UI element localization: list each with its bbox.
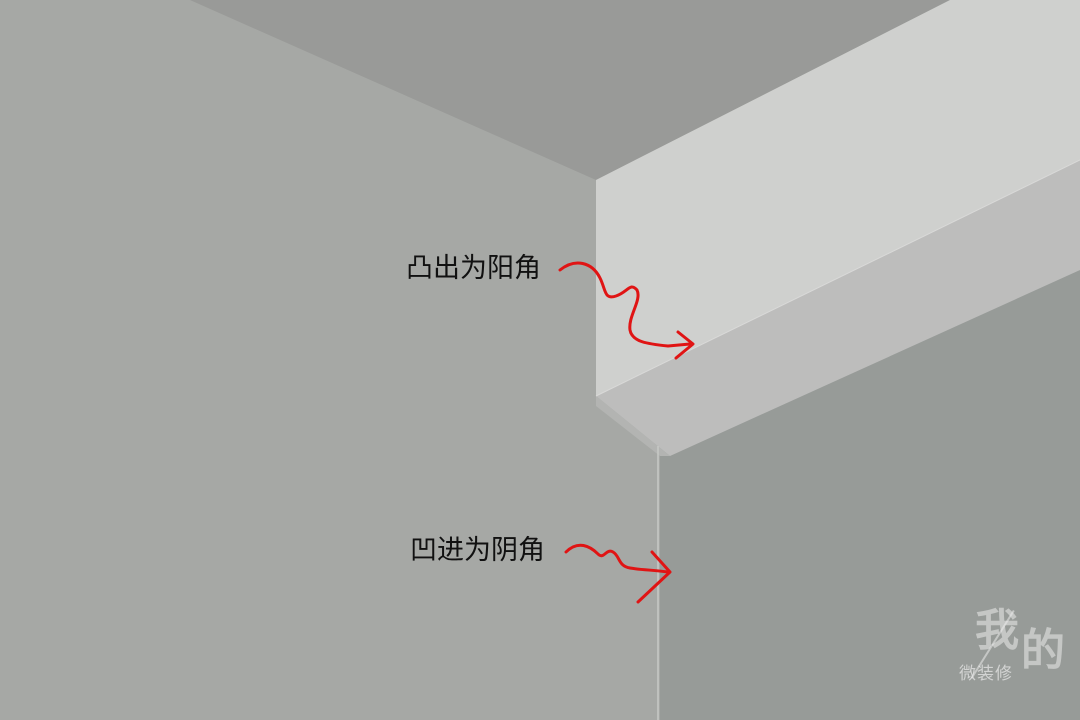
ceiling xyxy=(190,0,950,180)
watermark-logo: 我 的 微装修 xyxy=(955,606,1075,696)
convex-arrow-squiggle xyxy=(558,261,692,348)
right-wall xyxy=(660,270,1080,720)
beam-front-face xyxy=(596,0,1080,396)
watermark-char-1: 我 xyxy=(975,605,1019,656)
beam-bottom-face xyxy=(596,160,1080,456)
concave-arrow-squiggle xyxy=(564,543,670,574)
beam-side-shadow xyxy=(596,396,670,456)
watermark-char-2: 的 xyxy=(1021,625,1065,676)
concave-arrow-head xyxy=(636,550,672,604)
convex-arrow-head xyxy=(674,330,695,360)
watermark-subtitle: 微装修 xyxy=(959,664,1013,684)
concave-corner-label: 凹进为阴角 xyxy=(410,535,545,566)
convex-corner-label: 凸出为阳角 xyxy=(406,253,541,284)
